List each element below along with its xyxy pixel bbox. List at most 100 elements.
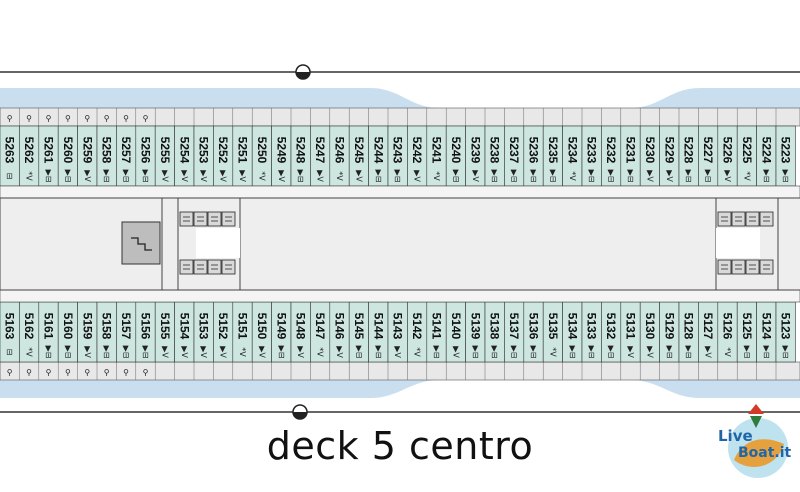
cabin-symbol: ▶V — [626, 346, 635, 358]
cabin-number: 5225 — [740, 137, 754, 164]
cabin-number: 5232 — [604, 137, 618, 164]
cabin-symbol: *V — [25, 347, 34, 357]
balcony-icon: ⚲ — [26, 114, 32, 123]
cabin-cell: 5243▶⊟ — [387, 125, 408, 187]
cabin-symbol: ▶V — [180, 170, 189, 182]
cabin-symbol: ⊟ — [5, 173, 14, 180]
balcony-icon: ⚲ — [7, 368, 13, 377]
cabin-number: 5256 — [139, 137, 153, 164]
cabin-symbol: ▶V — [219, 170, 228, 182]
cabin-symbol: ▶V — [704, 346, 713, 358]
cabin-cell: 5225 *V — [736, 125, 757, 187]
cabin-cell: 5126*V — [717, 301, 738, 363]
cabin-symbol: ▶V — [645, 170, 654, 182]
cabin-cell: 5132▶⊟ — [601, 301, 622, 363]
cabin-cell: 5152▶V — [213, 301, 234, 363]
cabin-number: 5138 — [488, 313, 502, 340]
cabin-number: 5139 — [468, 313, 482, 340]
elevator-icon-group — [179, 259, 236, 275]
cabin-cell: 5239▶V — [465, 125, 486, 187]
cabin-cell: 5146▶V — [329, 301, 350, 363]
cabin-symbol: ▶⊟ — [432, 346, 441, 359]
cabin-number: 5151 — [236, 313, 250, 340]
cabin-symbol: ▶V — [83, 346, 92, 358]
cabin-number: 5128 — [682, 313, 696, 340]
cabin-number: 5148 — [294, 313, 308, 340]
logo-text-line1: Live — [718, 427, 753, 445]
cabin-number: 5162 — [22, 313, 36, 340]
cabin-number: 5127 — [701, 313, 715, 340]
cabin-symbol: ▶⊟ — [587, 170, 596, 183]
cabin-cell: 5259▶V — [77, 125, 98, 187]
cabin-symbol: ▶V — [199, 170, 208, 182]
cabin-cell: 5140▶V — [445, 301, 466, 363]
cabin-symbol: *V — [238, 347, 247, 357]
cabin-cell: 5244▶⊟ — [368, 125, 389, 187]
cabin-number: 5237 — [507, 137, 521, 164]
stairs-icon — [121, 221, 161, 265]
cabin-cell: 5226▶V — [717, 125, 738, 187]
cabin-symbol: ▶V — [451, 346, 460, 358]
cabin-cell: 5236▶⊟ — [523, 125, 544, 187]
elevator-icon — [179, 211, 194, 227]
cabin-number: 5149 — [274, 313, 288, 340]
cabin-cell: 5156▶⊟ — [135, 301, 156, 363]
cabin-symbol: ▶⊟ — [665, 346, 674, 359]
balcony-icon: ⚲ — [123, 114, 129, 123]
cabin-symbol: *V — [257, 171, 266, 181]
cabin-cell: 5252 ▶V — [213, 125, 234, 187]
cabin-cell: 5256 ▶⊟ — [135, 125, 156, 187]
cabin-cell: 5228▶⊟ — [678, 125, 699, 187]
cabin-cell: 5233▶⊟ — [581, 125, 602, 187]
cabin-number: 5252 — [216, 137, 230, 164]
cabin-cell: 5154▶V — [174, 301, 195, 363]
cabin-cell: 5245▶V — [348, 125, 369, 187]
cabin-symbol: ▶V — [316, 170, 325, 182]
cabin-number: 5137 — [507, 313, 521, 340]
cabin-cell: 5133▶⊟ — [581, 301, 602, 363]
cabin-number: 5243 — [391, 137, 405, 164]
balcony-icon: ⚲ — [46, 114, 52, 123]
cabin-cell: 5129▶⊟ — [659, 301, 680, 363]
cabin-cell: 5237▶⊟ — [504, 125, 525, 187]
cabin-symbol: ▶⊟ — [568, 346, 577, 359]
cabin-cell: 5155▶V — [154, 301, 175, 363]
cabin-symbol: *V — [742, 171, 751, 181]
cabin-number: 5246 — [333, 137, 347, 164]
cabin-cell: 5145▶⊟ — [348, 301, 369, 363]
central-block — [0, 197, 800, 291]
cabin-symbol: ▶⊟ — [490, 346, 499, 359]
cabin-cell: 5248 ▶⊟ — [290, 125, 311, 187]
cabin-cell: 5263⊟ — [0, 125, 20, 187]
cabin-symbol: ▶⊟ — [102, 346, 111, 359]
cabin-symbol: ▶V — [219, 346, 228, 358]
cabin-number: 5235 — [546, 137, 560, 164]
cabin-cell: 5235▶⊟ — [542, 125, 563, 187]
cabin-number: 5229 — [662, 137, 676, 164]
cabin-symbol: ▶⊟ — [141, 170, 150, 183]
cabin-cell: 5160▶⊟ — [57, 301, 78, 363]
cabin-number: 5136 — [527, 313, 541, 340]
cabin-cell: 5253▶V — [193, 125, 214, 187]
cabin-symbol: ▶⊟ — [296, 170, 305, 183]
cabin-cell: 5224▶⊟ — [756, 125, 777, 187]
cabin-number: 5132 — [604, 313, 618, 340]
cabin-number: 5126 — [721, 313, 735, 340]
cabin-cell: 5260▶⊟ — [57, 125, 78, 187]
cabin-number: 5248 — [294, 137, 308, 164]
cabin-number: 5158 — [100, 313, 114, 340]
cabin-number: 5130 — [643, 313, 657, 340]
elevator-icon — [759, 259, 774, 275]
cabin-symbol: ▶V — [160, 346, 169, 358]
cabin-number: 5125 — [740, 313, 754, 340]
cabin-number: 5157 — [119, 313, 133, 340]
cabin-number: 5250 — [255, 137, 269, 164]
cabin-symbol: ▶⊟ — [122, 346, 131, 359]
cabin-cell: 5258▶⊟ — [96, 125, 117, 187]
cabin-number: 5163 — [3, 313, 17, 340]
cabin-number: 5141 — [430, 313, 444, 340]
cabin-cell: 5151 *V — [232, 301, 253, 363]
cabin-cell: 5125▶⊟ — [736, 301, 757, 363]
cabin-number: 5144 — [371, 313, 385, 340]
cabin-symbol: ▶V — [665, 170, 674, 182]
